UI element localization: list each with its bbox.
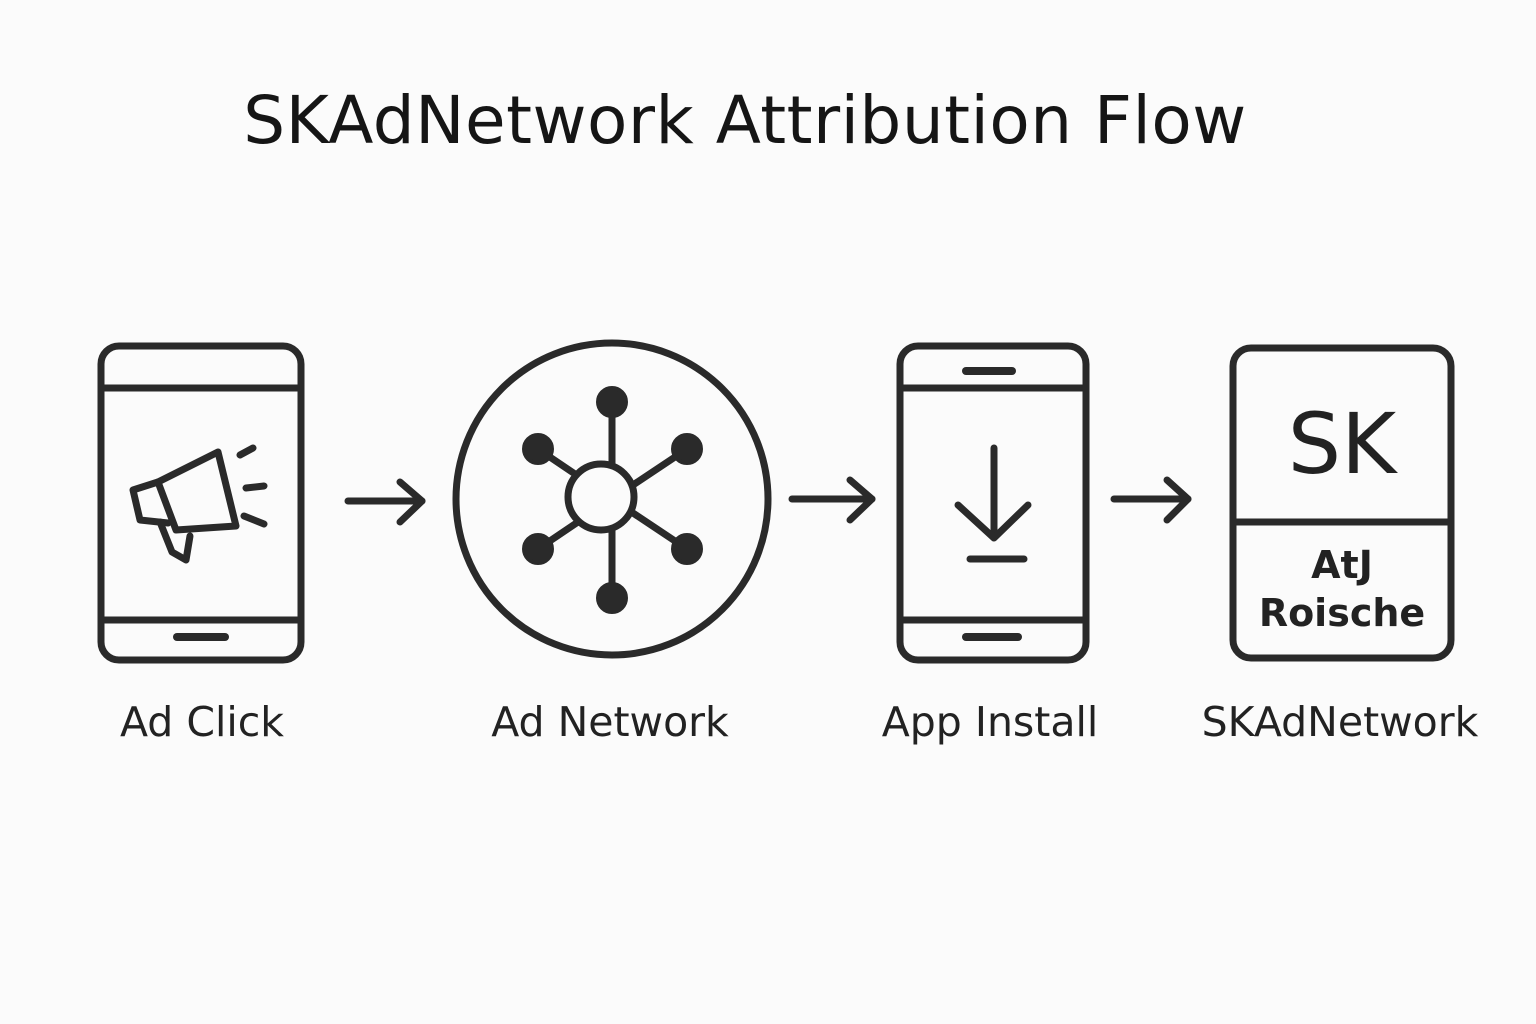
download-arrow-icon <box>954 444 1032 563</box>
arrow-right-icon <box>344 478 426 526</box>
download-phone-icon <box>896 342 1090 664</box>
arrow-right-icon <box>1110 476 1192 524</box>
megaphone-phone-icon <box>97 342 305 664</box>
arrow-right-icon <box>788 476 876 524</box>
sk-card-top-text: SK <box>1288 395 1398 493</box>
step-label-app-install: App Install <box>881 698 1099 746</box>
sk-card-line-2: Roische <box>1259 591 1425 635</box>
megaphone-icon <box>129 444 268 564</box>
step-label-ad-click: Ad Click <box>119 698 285 746</box>
network-hub-icon <box>452 339 772 659</box>
sk-card-line-1: AtJ <box>1311 543 1373 587</box>
skadnetwork-card-icon: SK AtJ Roische <box>1229 344 1455 662</box>
step-label-ad-network: Ad Network <box>491 698 729 746</box>
step-label-skadnetwork: SKAdNetwork <box>1201 698 1479 746</box>
page-title: SKAdNetwork Attribution Flow <box>243 82 1247 159</box>
